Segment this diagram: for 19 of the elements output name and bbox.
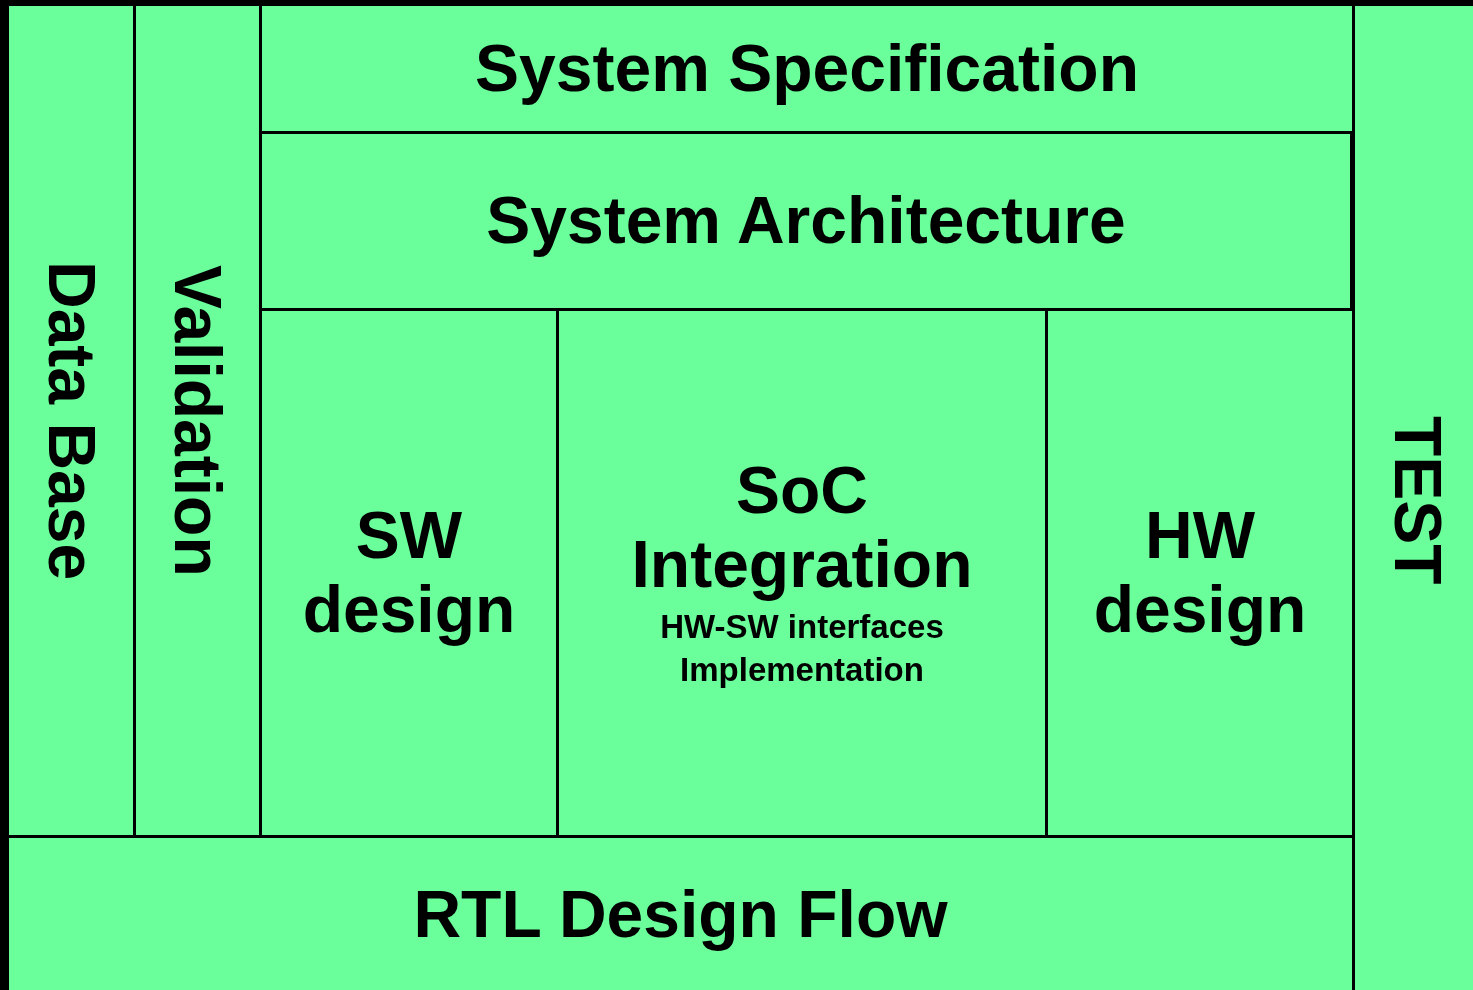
block-title: RTL Design Flow — [413, 878, 948, 952]
layer-block — [556, 308, 1048, 838]
block-title: System Specification — [475, 31, 1139, 106]
block-title: SW design — [301, 499, 517, 647]
block-title: Validation — [160, 264, 235, 577]
block-title: System Architecture — [486, 184, 1126, 258]
block-title: HW design — [1092, 499, 1308, 647]
block-title: Data Base — [34, 260, 108, 581]
layer-block — [6, 3, 136, 838]
layer-block — [1045, 308, 1355, 838]
layer-block — [259, 131, 1353, 311]
block-subtitle: HW-SW interfaces Implementation — [659, 607, 945, 690]
block-title: SoC Integration — [630, 454, 974, 602]
layer-block — [259, 308, 559, 838]
layer-block — [133, 3, 262, 838]
layer-block — [1352, 3, 1473, 990]
block-title: TEST — [1380, 416, 1454, 585]
layer-block — [259, 3, 1355, 134]
layer-block — [6, 835, 1355, 990]
